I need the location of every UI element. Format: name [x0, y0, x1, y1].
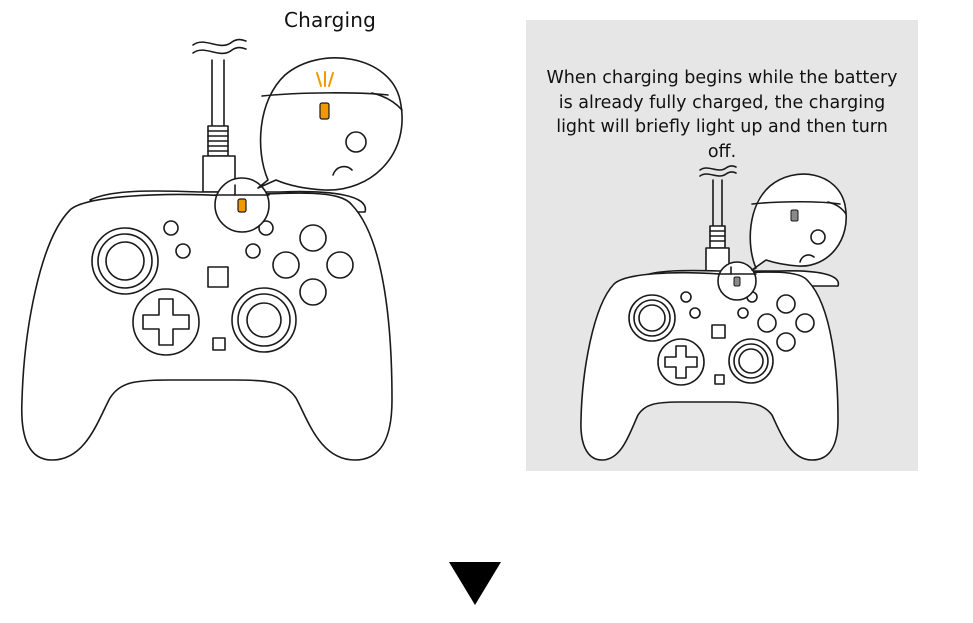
capture-button	[212, 337, 226, 351]
right-stick-small	[728, 338, 774, 384]
small-buttons	[163, 220, 274, 351]
right-stick	[231, 287, 297, 353]
d-pad-small	[657, 338, 705, 386]
left-stick-small	[628, 294, 676, 342]
callout-bubble-small	[749, 173, 847, 271]
small-buttons-small	[680, 291, 758, 385]
callout-bubble	[257, 57, 403, 191]
face-buttons	[272, 224, 354, 306]
charging-led	[237, 198, 247, 213]
home-button	[207, 266, 229, 288]
off-led-zoomed	[790, 209, 799, 222]
left-stick	[91, 227, 159, 295]
charging-led-zoomed	[319, 102, 330, 120]
full-charge-note: When charging begins while the battery i…	[546, 68, 898, 162]
usb-cable	[192, 38, 247, 193]
d-pad	[132, 288, 200, 356]
usb-cable-small	[699, 165, 737, 275]
off-led	[733, 276, 741, 287]
face-buttons-small	[757, 294, 815, 352]
charging-label: Charging	[284, 8, 376, 32]
